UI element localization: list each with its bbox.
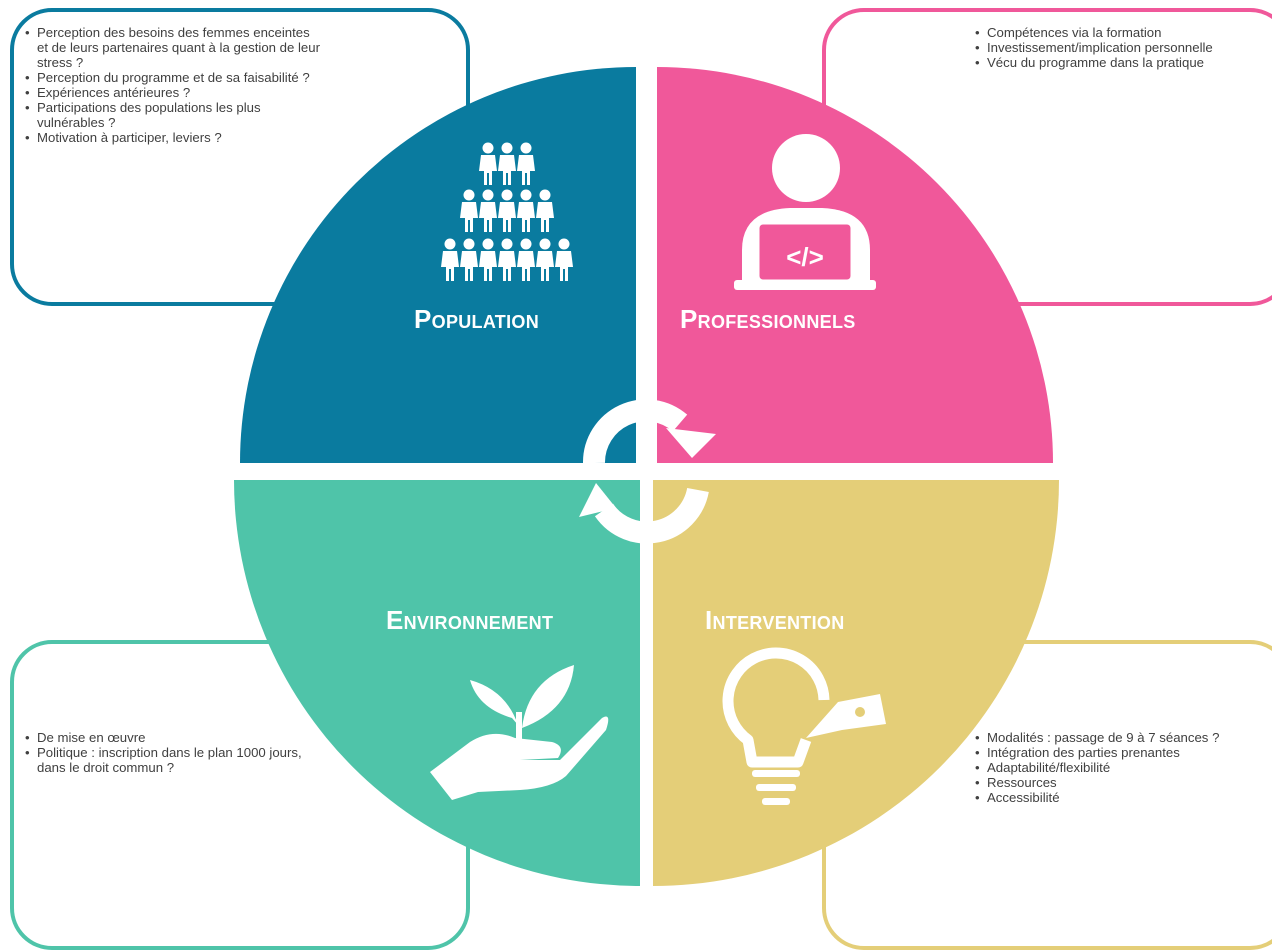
person-head bbox=[463, 238, 475, 250]
professionnels-title: Professionnels bbox=[680, 304, 856, 334]
person-head bbox=[520, 238, 532, 250]
environnement-list: De mise en œuvre Politique : inscription… bbox=[24, 730, 324, 775]
people-pyramid-icon bbox=[441, 142, 573, 281]
person-body bbox=[460, 251, 478, 281]
list-item: Compétences via la formation bbox=[974, 25, 1264, 40]
person-head bbox=[482, 238, 494, 250]
person-body bbox=[441, 251, 459, 281]
list-item: Motivation à participer, leviers ? bbox=[24, 130, 324, 145]
cycle-arrows-icon bbox=[582, 399, 709, 544]
person-head bbox=[463, 189, 475, 201]
list-item: Perception du programme et de sa faisabi… bbox=[24, 70, 324, 85]
person-body bbox=[479, 155, 497, 185]
person-body bbox=[479, 251, 497, 281]
person-head bbox=[482, 189, 494, 201]
person-head bbox=[501, 189, 513, 201]
list-item: Accessibilité bbox=[974, 790, 1272, 805]
person-body bbox=[479, 202, 497, 232]
intervention-quadrant bbox=[653, 480, 1059, 886]
person-head bbox=[444, 238, 456, 250]
list-item: Expériences antérieures ? bbox=[24, 85, 324, 100]
professionnels-list: Compétences via la formation Investissem… bbox=[974, 25, 1264, 70]
person-head bbox=[482, 142, 494, 154]
intervention-title: Intervention bbox=[705, 605, 845, 635]
svg-text:</>: </> bbox=[786, 242, 824, 272]
person-body bbox=[460, 202, 478, 232]
population-title: Population bbox=[414, 304, 540, 334]
population-list: Perception des besoins des femmes encein… bbox=[24, 25, 324, 145]
person-body bbox=[517, 202, 535, 232]
person-body bbox=[536, 251, 554, 281]
list-item: Participations des populations les plus … bbox=[24, 100, 324, 130]
list-item: Perception des besoins des femmes encein… bbox=[24, 25, 324, 70]
list-item: Adaptabilité/flexibilité bbox=[974, 760, 1272, 775]
environnement-title: Environnement bbox=[386, 605, 554, 635]
list-item: Intégration des parties prenantes bbox=[974, 745, 1272, 760]
list-item: Investissement/implication personnelle bbox=[974, 40, 1264, 55]
person-body bbox=[536, 202, 554, 232]
person-laptop-icon: </> bbox=[734, 134, 876, 290]
lightbulb-tag-icon bbox=[722, 647, 886, 805]
person-head bbox=[539, 238, 551, 250]
person-body bbox=[555, 251, 573, 281]
hand-plant-icon bbox=[430, 665, 609, 800]
intervention-list: Modalités : passage de 9 à 7 séances ? I… bbox=[974, 730, 1272, 805]
list-item: Ressources bbox=[974, 775, 1272, 790]
person-body bbox=[498, 251, 516, 281]
person-head bbox=[520, 189, 532, 201]
environnement-quadrant bbox=[234, 480, 640, 886]
list-item: Politique : inscription dans le plan 100… bbox=[24, 745, 324, 775]
person-head bbox=[501, 142, 513, 154]
person-body bbox=[498, 202, 516, 232]
person-body bbox=[517, 155, 535, 185]
population-quadrant bbox=[240, 67, 636, 463]
person-head bbox=[520, 142, 532, 154]
list-item: De mise en œuvre bbox=[24, 730, 324, 745]
person-body bbox=[517, 251, 535, 281]
person-head bbox=[558, 238, 570, 250]
person-body bbox=[498, 155, 516, 185]
person-head bbox=[539, 189, 551, 201]
list-item: Modalités : passage de 9 à 7 séances ? bbox=[974, 730, 1272, 745]
list-item: Vécu du programme dans la pratique bbox=[974, 55, 1264, 70]
person-head bbox=[501, 238, 513, 250]
